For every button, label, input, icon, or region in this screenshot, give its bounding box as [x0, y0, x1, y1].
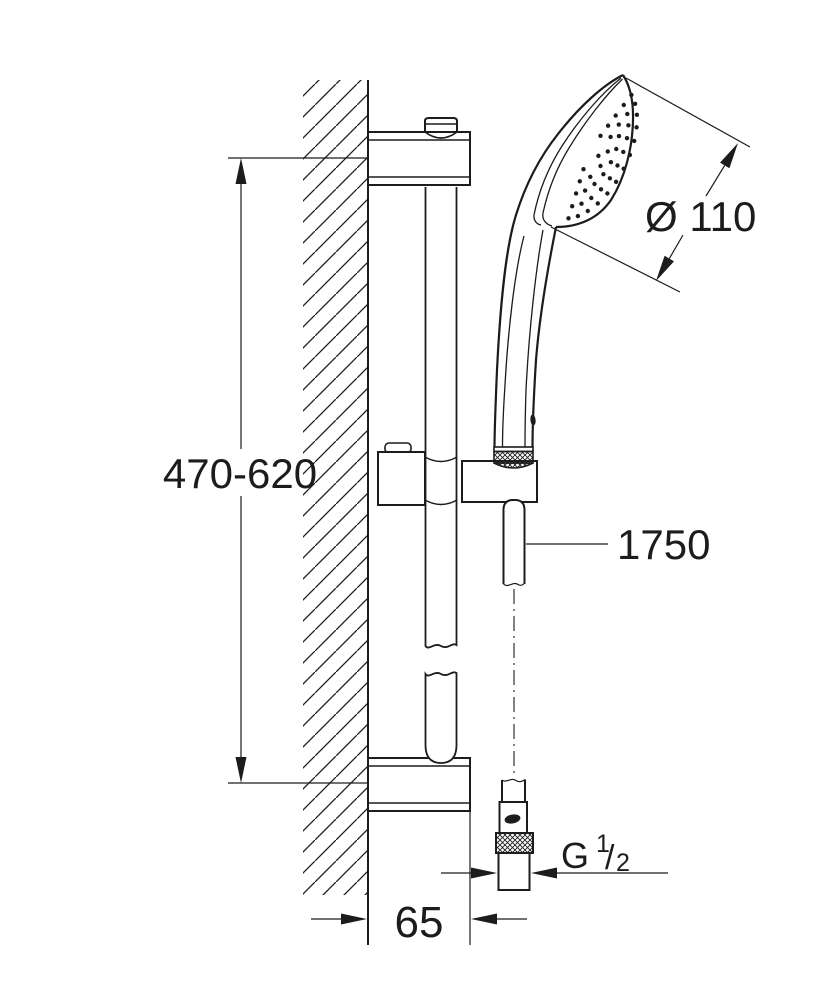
handle-contour-left [501, 235, 525, 448]
handle-back-outline [493, 74, 624, 449]
hose-break-lower [501, 778, 526, 783]
rim-contour-1 [533, 77, 622, 226]
wall-distance-label: 65 [395, 898, 444, 947]
svg-text:G: G [561, 835, 589, 876]
rail-height-label: 470-620 [163, 450, 317, 497]
bottom-wall-bracket [367, 757, 471, 812]
dim-rail-height [228, 157, 367, 784]
hose-length-label: 1750 [617, 521, 710, 568]
handle-contour-right [524, 229, 544, 448]
hose-nut [495, 832, 534, 854]
handle-knurl-ring [493, 450, 534, 464]
head-diameter-label: Ø 110 [645, 193, 756, 240]
svg-text:/: / [605, 839, 615, 877]
rim-contour-2 [542, 78, 623, 227]
hose-upper-tube [502, 499, 526, 584]
svg-text:1: 1 [596, 830, 610, 858]
holder-body [461, 460, 538, 503]
hose-tail [497, 852, 531, 891]
arrowhead-down [235, 757, 247, 783]
shower-rail [424, 187, 458, 764]
dim-thread [441, 867, 668, 879]
shower-hose [495, 499, 534, 891]
svg-text:2: 2 [616, 849, 630, 877]
arrowhead-lower [656, 255, 674, 281]
dim-wall-distance [311, 812, 527, 945]
masonry-wall [303, 80, 369, 945]
spray-nozzle-dots [566, 92, 640, 221]
hand-shower [493, 74, 640, 469]
arrowhead-upper [720, 143, 738, 169]
hose-connector [495, 801, 534, 891]
wall-hatching [303, 80, 368, 895]
thread-label: G 1 / 2 [561, 830, 630, 877]
glider-block [377, 451, 426, 506]
dim-head-diameter [550, 77, 751, 293]
arrowhead-up [235, 158, 247, 184]
top-wall-bracket [367, 117, 471, 186]
handle-knurl-bottom [493, 462, 534, 469]
spray-mode-button [530, 414, 536, 426]
connector-mark [504, 814, 521, 824]
rail-cap [424, 117, 458, 139]
glider [377, 442, 538, 506]
handle-front-outline [531, 226, 558, 449]
hose-break-upper [503, 582, 525, 587]
